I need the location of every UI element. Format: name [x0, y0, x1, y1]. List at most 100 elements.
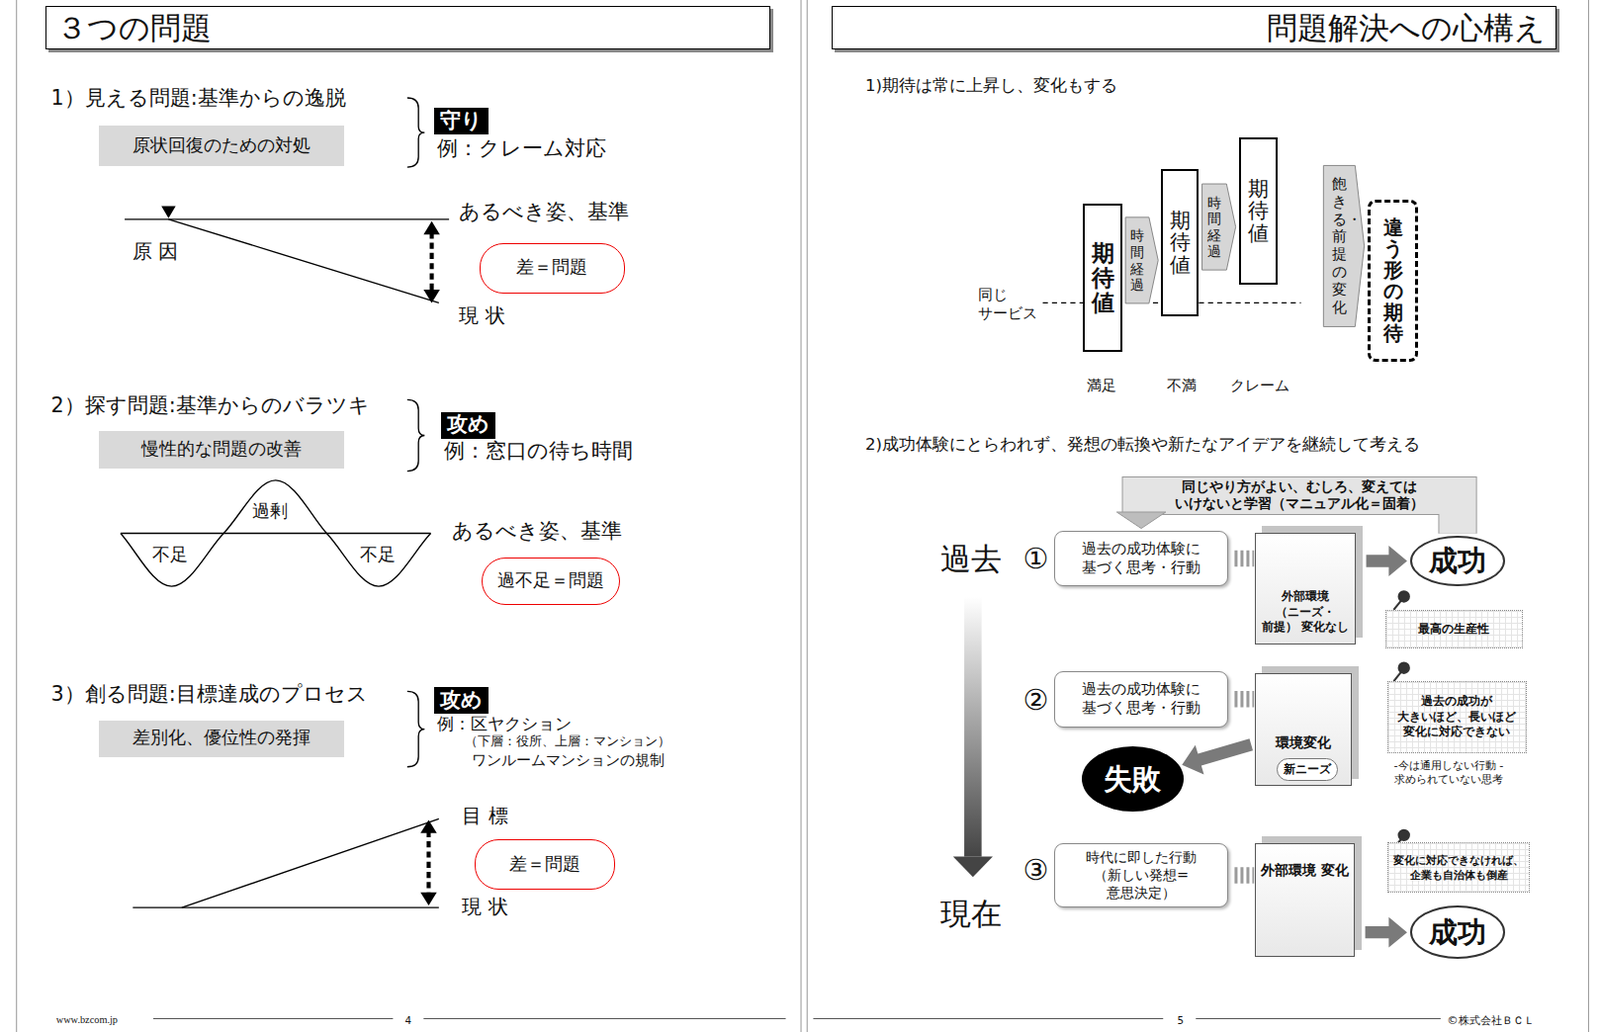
text-label: ① — [1022, 540, 1049, 577]
connector — [1365, 917, 1408, 949]
node-text: 外部環境 変化 — [1260, 861, 1349, 880]
node-text: 新ニーズ — [1283, 762, 1332, 778]
node-text: 変化に対応できなければ、 企業も自治体も倒産 — [1391, 853, 1526, 882]
connector-part — [1181, 738, 1253, 775]
environment-box: 外部環境 （ニーズ・前提） 変化なし — [1254, 533, 1356, 646]
text-label: 例：クレーム対応 — [437, 136, 607, 163]
connector — [1234, 557, 1254, 559]
text-label: ©株式会社ＢＣＬ — [1446, 1013, 1534, 1028]
page-title: ３つの問題 — [45, 5, 771, 49]
node-text: 問題解決への心構え — [1266, 8, 1546, 48]
node-text: 期待値 — [1091, 241, 1115, 316]
connector-part — [1202, 183, 1237, 270]
node-text: 過去の成功体験に 基づく思考・行動 — [1063, 680, 1220, 719]
text-label: 現 状 — [458, 304, 505, 330]
text-label: （下層：役所、上層：マンション） — [464, 733, 671, 751]
text-label: ③ — [1022, 852, 1049, 889]
problem-box: 過不足＝問題 — [481, 557, 621, 605]
behavior-box: 時代に即した行動 （新しい発想=意思決定） — [1054, 843, 1229, 907]
node-text: 攻め — [446, 412, 490, 439]
node-text: 守り — [440, 108, 483, 135]
connector — [1125, 217, 1158, 304]
connector-part — [1323, 165, 1364, 327]
node-text: 攻め — [440, 688, 483, 714]
connector-part — [1234, 691, 1254, 709]
text-label: 2）探す問題:基準からのバラツキ — [51, 393, 370, 420]
deviation-chart — [124, 205, 449, 303]
text-label: ワンルームマンションの規制 — [471, 751, 665, 771]
connector — [1202, 183, 1237, 270]
text-label: 不足 — [359, 544, 396, 567]
text-label: クレーム — [1230, 376, 1290, 396]
text-label: 5 — [1177, 1013, 1185, 1027]
text-label: 同じ サービス — [977, 284, 1050, 324]
text-label: www.bzcom.jp — [56, 1013, 118, 1027]
node-text: 慢性的な問題の改善 — [141, 439, 302, 461]
edge-label: 同じやり方がよい、むしろ、変えては いけないと学習（マニュアル化＝固着） — [1156, 479, 1443, 513]
footer-rule — [153, 1018, 1441, 1020]
problem-box: 差＝問題 — [474, 839, 616, 890]
new-expectation-box: 違う形の期待 — [1367, 199, 1420, 362]
pinned-note: 過去の成功が 大きいほど、長いほど 変化に対応できない — [1387, 681, 1526, 753]
text-label: 過剰 — [252, 501, 288, 524]
node-text: ３つの問題 — [56, 8, 212, 48]
text-label: 例：区ヤクション — [437, 713, 572, 735]
tag-box: 守り — [434, 107, 490, 135]
text-label: 満足 — [1086, 376, 1117, 396]
text-label: あるべき姿、基準 — [451, 519, 623, 545]
target-chart — [132, 818, 439, 908]
node-text: 外部環境 （ニーズ・前提） 変化なし — [1258, 589, 1352, 635]
connector-part — [1365, 917, 1408, 949]
summary-box: 原状回復のための対処 — [98, 125, 345, 167]
node-text: 差＝問題 — [509, 854, 581, 877]
text-label: 現在 — [940, 893, 1002, 933]
variation-chart — [120, 480, 432, 587]
connector-part — [1234, 867, 1254, 885]
pinned-note: 最高の生産性 — [1385, 610, 1522, 649]
text-label: ② — [1022, 682, 1049, 718]
expectation-box: 期待値 — [1239, 137, 1278, 285]
edge-label: 時間経過 — [1207, 193, 1222, 260]
page-border — [16, 0, 1590, 1032]
node-text: 過不足＝問題 — [497, 570, 605, 593]
bracket — [407, 97, 426, 768]
edge-label: 飽きる・前提の変化 — [1332, 176, 1347, 317]
edge-label: 時間経過 — [1130, 227, 1145, 293]
text-label: 4 — [404, 1013, 412, 1027]
summary-box: 差別化、優位性の発揮 — [98, 720, 345, 758]
node-text: 過去の成功が 大きいほど、長いほど 変化に対応できない — [1391, 694, 1522, 740]
text-label: 不足 — [152, 544, 188, 567]
page-title: 問題解決への心構え — [831, 5, 1557, 49]
behavior-box: 過去の成功体験に 基づく思考・行動 — [1054, 531, 1229, 588]
connector-part — [1366, 545, 1408, 577]
node-text: 原状回復のための対処 — [132, 135, 311, 158]
time-arrow — [953, 596, 993, 878]
pinned-note: 変化に対応できなければ、 企業も自治体も倒産 — [1387, 842, 1530, 893]
success-ellipse: 成功 — [1410, 535, 1506, 588]
summary-box: 慢性的な問題の改善 — [98, 431, 345, 468]
text-label: 目 標 — [461, 803, 508, 829]
node-text: 差別化、優位性の発揮 — [132, 727, 311, 750]
connector — [1366, 545, 1408, 577]
node-text: 最高の生産性 — [1418, 622, 1490, 637]
connector — [1234, 699, 1254, 701]
text-label: 1)期待は常に上昇し、変化もする — [865, 75, 1118, 96]
success-ellipse: 成功 — [1410, 905, 1506, 960]
text-label: 現 状 — [461, 895, 508, 921]
node-text: 違う形の期待 — [1383, 217, 1404, 346]
connector — [1323, 165, 1364, 327]
text-label: 不満 — [1166, 376, 1197, 396]
node-text: 過去の成功体験に 基づく思考・行動 — [1063, 539, 1220, 579]
text-label: あるべき姿、基準 — [458, 199, 629, 226]
tag-box: 攻め — [434, 687, 490, 714]
node-text: 失敗 — [1103, 761, 1161, 798]
text-label: 原 因 — [132, 240, 178, 266]
node-text: 期待値 — [1247, 177, 1269, 246]
text-label: 1）見える問題:基準からの逸脱 — [51, 86, 347, 112]
failure-ellipse: 失敗 — [1081, 746, 1184, 812]
node-text: 成功 — [1428, 542, 1487, 579]
text-label: -今は通用しない行動 -求められていない思考 — [1394, 758, 1522, 787]
behavior-box: 過去の成功体験に 基づく思考・行動 — [1054, 671, 1229, 728]
needs-pill: 新ニーズ — [1276, 758, 1338, 783]
problem-box: 差＝問題 — [479, 243, 625, 295]
